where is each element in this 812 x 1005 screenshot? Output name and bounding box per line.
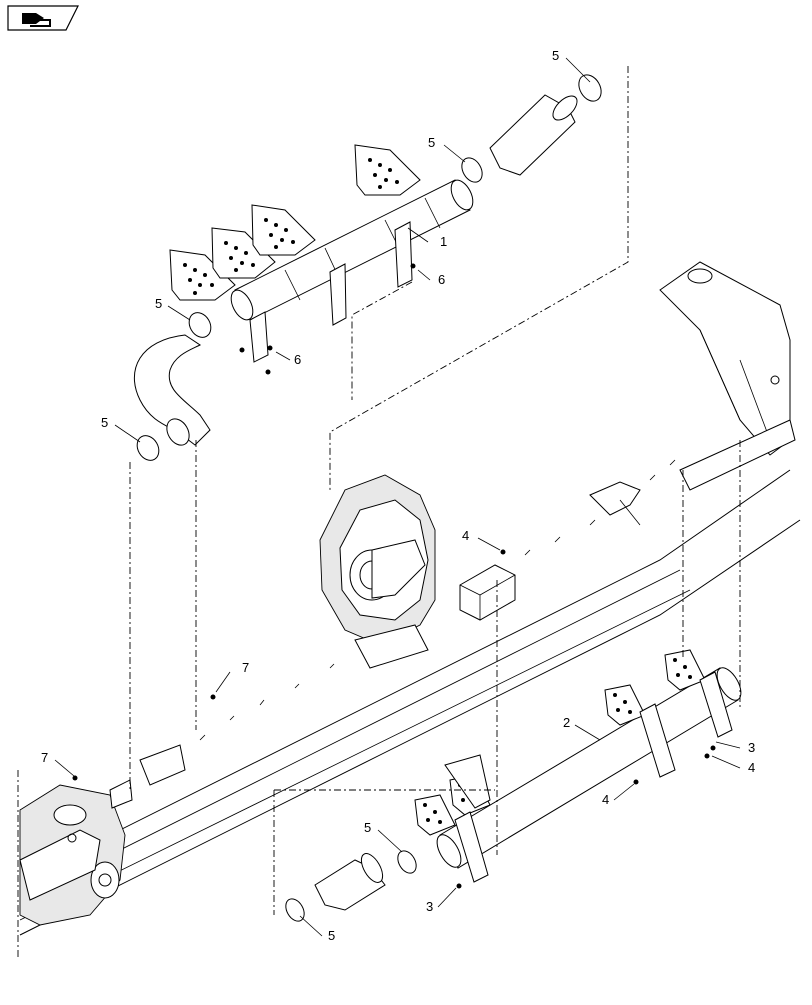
callout-2: 2 bbox=[563, 715, 570, 730]
upper-manifold-tube bbox=[169, 144, 474, 363]
callout-5: 5 bbox=[428, 135, 435, 150]
upper-left-hose bbox=[133, 334, 211, 446]
callout-5: 5 bbox=[552, 48, 559, 63]
callout-6: 6 bbox=[294, 352, 301, 367]
right-frame-tower bbox=[659, 261, 796, 491]
lower-manifold-tube bbox=[414, 649, 742, 883]
nav-arrow-button[interactable] bbox=[7, 5, 79, 31]
callout-3: 3 bbox=[748, 740, 755, 755]
hose-clamp bbox=[188, 312, 212, 338]
alignment-lines bbox=[17, 66, 741, 960]
hose-clamp bbox=[578, 74, 602, 102]
hose-clamp bbox=[285, 898, 305, 922]
perforated-plate bbox=[251, 204, 316, 256]
perforated-plate bbox=[211, 227, 276, 279]
callout-5: 5 bbox=[364, 820, 371, 835]
perforated-plate bbox=[414, 794, 456, 836]
arrow-into-tray-icon bbox=[22, 13, 51, 27]
perforated-plate bbox=[604, 684, 646, 726]
main-frame-beam bbox=[19, 469, 801, 936]
fan-housing bbox=[319, 474, 436, 669]
callout-leaders bbox=[54, 57, 741, 937]
right-bracket bbox=[589, 481, 641, 526]
callout-5: 5 bbox=[155, 296, 162, 311]
callout-4: 4 bbox=[462, 528, 469, 543]
beam-fasteners bbox=[109, 459, 676, 809]
callout-4: 4 bbox=[748, 760, 755, 775]
callout-labels: 5 5 1 6 5 6 5 4 7 2 3 7 4 4 5 3 5 bbox=[41, 48, 755, 943]
hardware-bolts bbox=[72, 263, 716, 889]
callout-7: 7 bbox=[41, 750, 48, 765]
callout-4: 4 bbox=[602, 792, 609, 807]
left-end-assembly bbox=[19, 784, 126, 926]
perforated-plate bbox=[664, 649, 706, 691]
hose-clamp bbox=[461, 157, 483, 183]
callout-7: 7 bbox=[242, 660, 249, 675]
perforated-plate bbox=[354, 144, 421, 196]
upper-right-hose bbox=[489, 94, 578, 176]
center-bracket bbox=[459, 564, 516, 621]
callout-5: 5 bbox=[328, 928, 335, 943]
hose-clamp bbox=[397, 850, 417, 874]
lower-hose bbox=[314, 853, 386, 911]
callout-6: 6 bbox=[438, 272, 445, 287]
callout-3: 3 bbox=[426, 899, 433, 914]
callout-1: 1 bbox=[440, 234, 447, 249]
perforated-plate bbox=[169, 249, 236, 301]
callout-5: 5 bbox=[101, 415, 108, 430]
hose-clamp bbox=[136, 435, 160, 461]
